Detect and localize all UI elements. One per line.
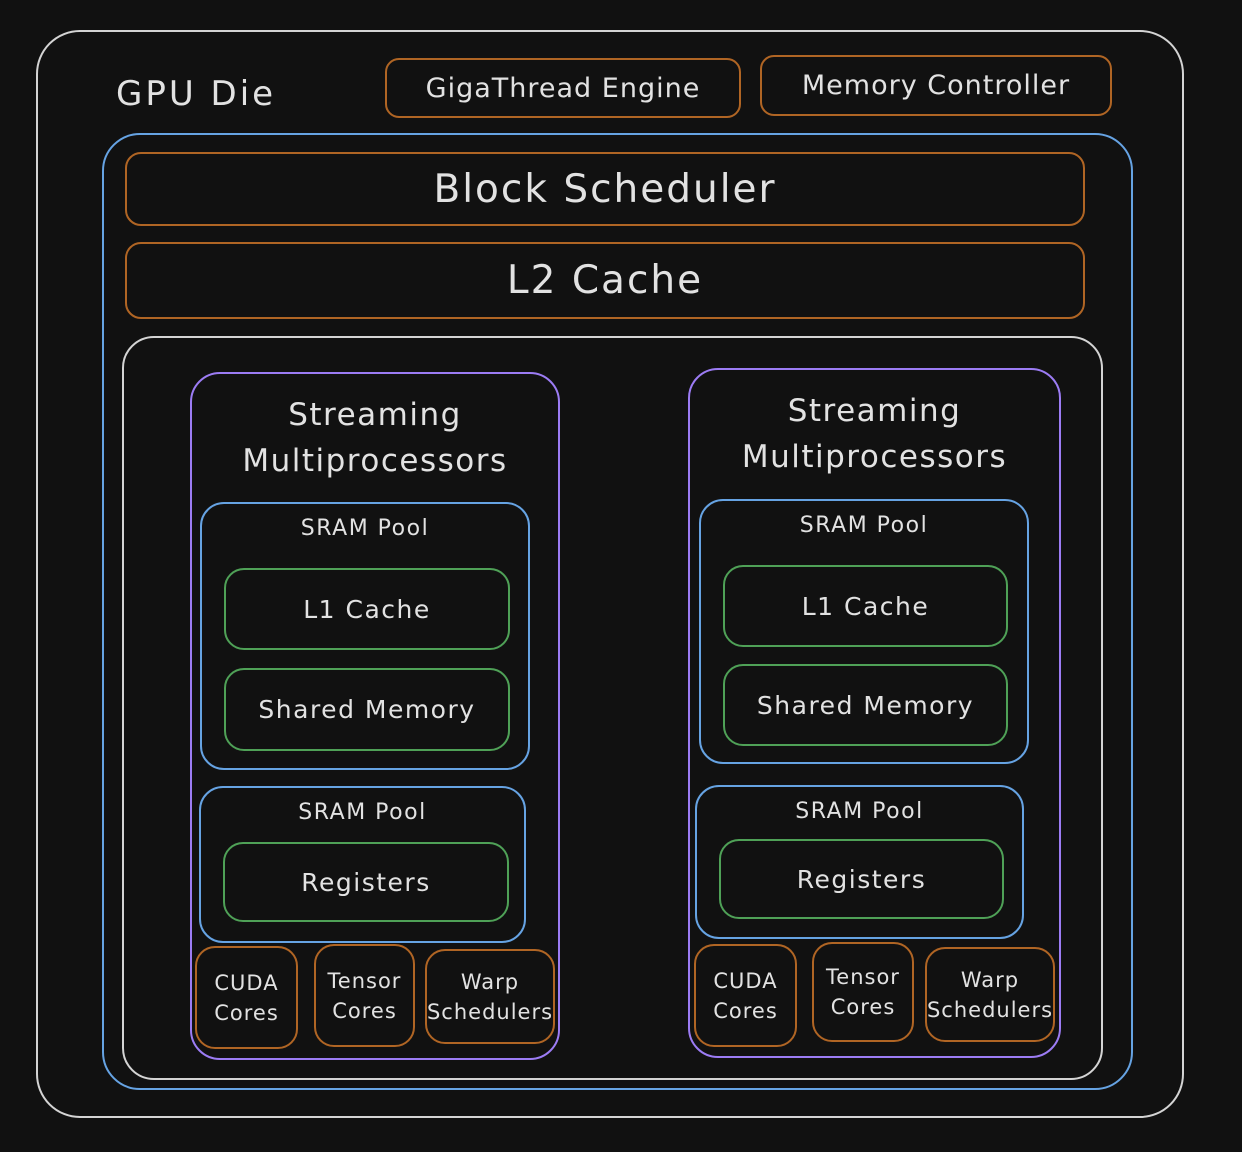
sram-pool-box: SRAM Pool L1 Cache Shared Memory (200, 502, 530, 770)
sram-pool-label: SRAM Pool (298, 800, 427, 825)
l2-cache-label: L2 Cache (506, 258, 704, 303)
tensor-cores-label: Tensor Cores (826, 965, 900, 1019)
shared-memory-label: Shared Memory (258, 695, 476, 724)
gpu-die-container (36, 30, 1184, 1118)
sm-group-container (122, 336, 1103, 1080)
sm-title-line2: Multiprocessors (242, 443, 508, 479)
sm-title: Streaming Multiprocessors (192, 392, 558, 484)
tensor-cores-box: Tensor Cores (314, 944, 415, 1047)
registers-label: Registers (796, 864, 927, 894)
sm-box-right: Streaming Multiprocessors SRAM Pool L1 C… (688, 368, 1061, 1058)
l1-cache-box: L1 Cache (224, 568, 510, 650)
block-scheduler-box: Block Scheduler (125, 152, 1085, 226)
core-cluster-container (102, 133, 1133, 1090)
warp-schedulers-label: Warp Schedulers (426, 969, 554, 1024)
cuda-cores-box: CUDA Cores (694, 944, 797, 1047)
shared-memory-box: Shared Memory (723, 664, 1008, 746)
sm-title-line2: Multiprocessors (741, 439, 1008, 475)
shared-memory-label: Shared Memory (756, 690, 975, 720)
l1-cache-label: L1 Cache (801, 591, 930, 621)
registers-label: Registers (301, 867, 431, 897)
sm-title: Streaming Multiprocessors (690, 388, 1059, 480)
sm-title-line1: Streaming (288, 397, 462, 433)
cuda-cores-label: CUDA Cores (214, 970, 279, 1025)
tensor-cores-box: Tensor Cores (812, 942, 914, 1042)
tensor-cores-label: Tensor Cores (327, 968, 402, 1023)
l1-cache-label: L1 Cache (303, 594, 431, 624)
block-scheduler-label: Block Scheduler (433, 166, 777, 212)
cuda-cores-label: CUDA Cores (713, 968, 778, 1023)
shared-memory-box: Shared Memory (224, 668, 510, 751)
warp-schedulers-box: Warp Schedulers (925, 947, 1055, 1042)
sm-title-line1: Streaming (787, 393, 962, 429)
warp-schedulers-box: Warp Schedulers (425, 949, 555, 1044)
l1-cache-box: L1 Cache (723, 565, 1008, 647)
gpu-die-label: GPU Die (116, 74, 277, 114)
gigathread-engine-box: GigaThread Engine (385, 58, 741, 118)
l2-cache-box: L2 Cache (125, 242, 1085, 319)
memory-controller-box: Memory Controller (760, 55, 1112, 116)
registers-box: Registers (223, 842, 509, 922)
warp-schedulers-label: Warp Schedulers (926, 967, 1054, 1022)
gigathread-engine-label: GigaThread Engine (425, 72, 701, 104)
sram-pool-label: SRAM Pool (300, 516, 430, 541)
sram-pool-label: SRAM Pool (795, 799, 924, 824)
sram-pool-label: SRAM Pool (799, 513, 929, 538)
registers-box: Registers (719, 839, 1004, 919)
memory-controller-label: Memory Controller (801, 70, 1071, 101)
sram-pool-box: SRAM Pool Registers (199, 786, 526, 943)
sm-box-left: Streaming Multiprocessors SRAM Pool L1 C… (190, 372, 560, 1060)
sram-pool-box: SRAM Pool L1 Cache Shared Memory (699, 499, 1029, 764)
cuda-cores-box: CUDA Cores (195, 946, 298, 1049)
sram-pool-box: SRAM Pool Registers (695, 785, 1024, 939)
